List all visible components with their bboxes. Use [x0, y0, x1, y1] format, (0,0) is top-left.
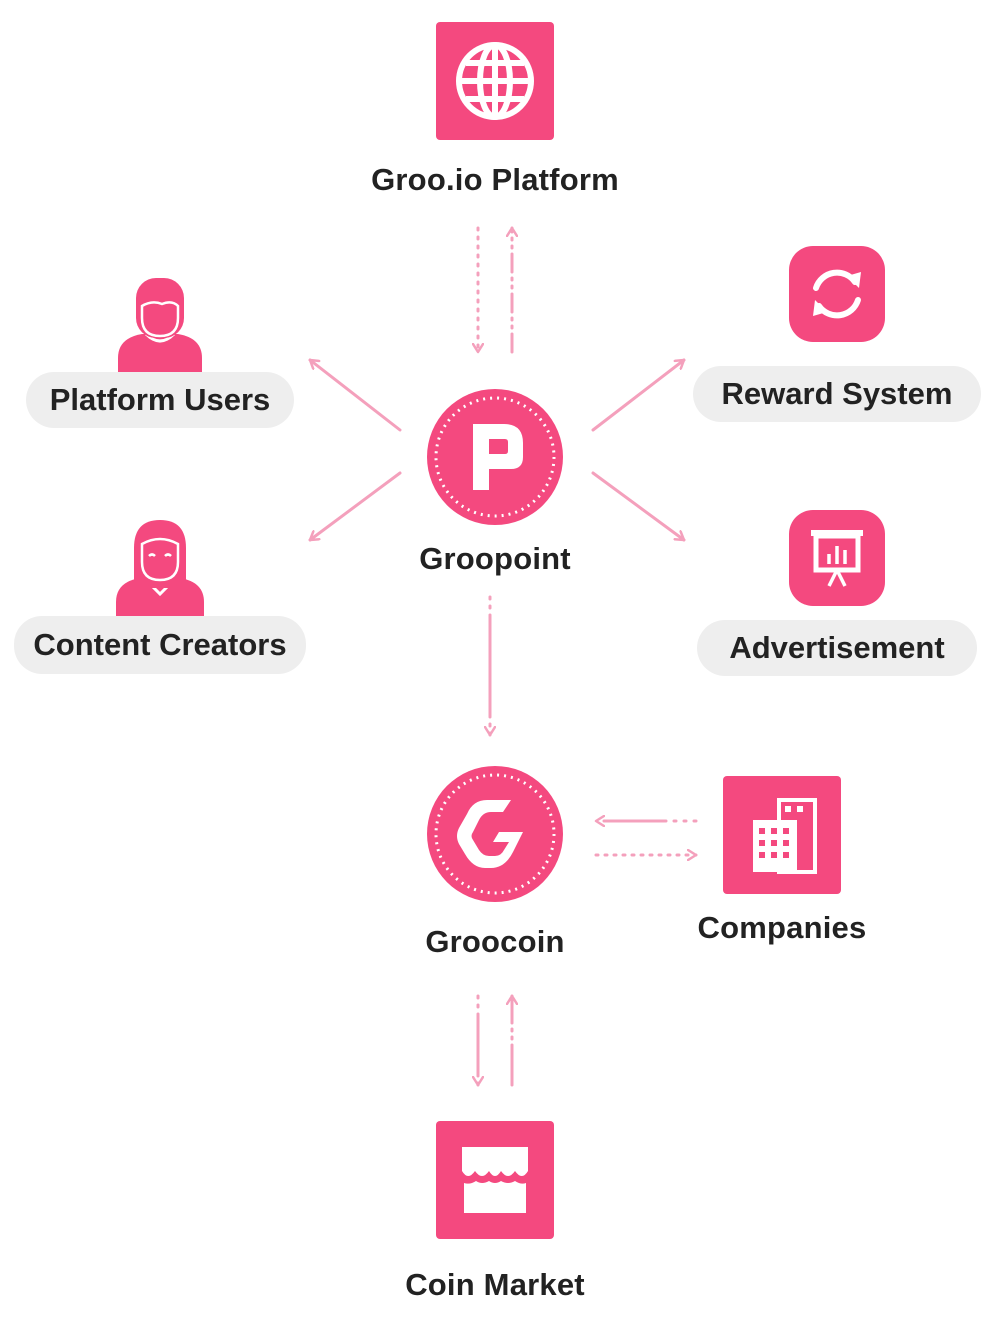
globe-icon	[436, 22, 554, 140]
arrow-groopoint-to-content-creators	[308, 471, 402, 542]
groopoint-coin-icon	[427, 389, 563, 525]
user-male-icon	[118, 278, 202, 372]
arrow-groopoint-to-platform-users	[308, 358, 402, 432]
companies-label: Companies	[697, 910, 867, 945]
office-building-icon	[723, 776, 841, 894]
platform-label: Groo.io Platform	[371, 162, 619, 197]
groopoint-label: Groopoint	[419, 541, 571, 576]
refresh-icon	[789, 246, 885, 342]
advertisement-pill: Advertisement	[697, 620, 977, 676]
advertisement-label: Advertisement	[729, 630, 945, 665]
arrow-groopoint-to-reward-system	[591, 358, 686, 432]
platform-users-label: Platform Users	[49, 382, 271, 417]
presentation-board-icon	[789, 510, 885, 606]
groocoin-coin-icon	[427, 766, 563, 902]
content-creators-label: Content Creators	[33, 627, 287, 662]
content-creators-pill: Content Creators	[14, 616, 306, 674]
storefront-icon	[436, 1121, 554, 1239]
reward-system-label: Reward System	[721, 376, 953, 411]
reward-system-pill: Reward System	[693, 366, 981, 422]
coin-market-label: Coin Market	[405, 1267, 585, 1302]
groocoin-label: Groocoin	[425, 924, 565, 959]
platform-users-pill: Platform Users	[26, 372, 294, 428]
arrow-groopoint-to-advertisement	[591, 471, 686, 542]
user-female-icon	[116, 520, 204, 616]
